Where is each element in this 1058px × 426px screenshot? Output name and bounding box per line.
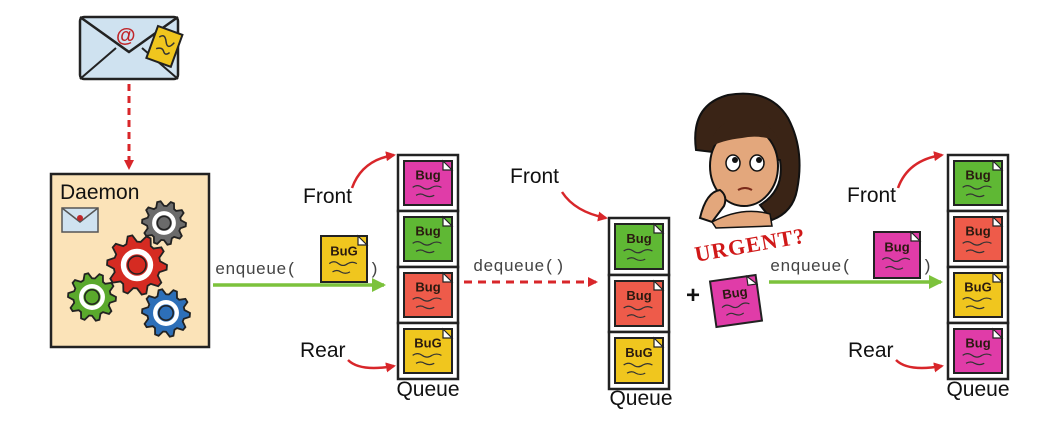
enqueue-2-bug-note-icon: Bug — [873, 230, 922, 279]
gear-red-icon — [106, 234, 168, 296]
enqueue-1-call-close: ) — [369, 261, 379, 280]
queue3-bug-note-icon: Bug — [953, 215, 1004, 262]
queue-2-label: Queue — [609, 387, 672, 410]
queue2-bug-note-icon: BuG — [614, 336, 665, 384]
enqueue-1-call-open: enqueue( — [215, 261, 297, 280]
queue3-bug-note-icon-text: BuG — [964, 279, 991, 294]
dequeue-call: dequeue() — [473, 258, 565, 277]
queue3-bug-note-icon: BuG — [953, 271, 1004, 318]
queue1-bug-note-icon-text: Bug — [415, 167, 440, 182]
enqueue-2-bug: Bug — [873, 230, 922, 279]
queue1-bug-note-icon-text: BuG — [414, 335, 441, 350]
queue2-bug-note-icon: Bug — [614, 222, 665, 270]
queue1-bug-note-icon: Bug — [403, 215, 454, 262]
queue1-bug-note-icon: BuG — [403, 327, 454, 374]
queue-1-rear-arrow — [347, 359, 396, 373]
queue1-bug-note-icon: Bug — [403, 271, 454, 318]
gear-blue-icon — [141, 288, 191, 338]
queue-1-label: Queue — [396, 378, 459, 401]
queue-3-rear-label: Rear — [848, 339, 894, 362]
queue3-bug-note-icon-text: Bug — [965, 167, 990, 182]
enqueue-1-bug-text: BuG — [330, 243, 357, 258]
email-envelope-icon: @ — [78, 15, 184, 81]
queue-3-front-arrow — [896, 151, 944, 189]
enqueue-2-bug-text: Bug — [884, 239, 909, 254]
queue2-bug-note-icon-text: BuG — [625, 345, 652, 360]
queue-3-rear-arrow — [895, 359, 944, 373]
daemon-label: Daemon — [60, 181, 139, 204]
enqueue-1-bug: BuG — [320, 234, 369, 283]
queue-1-rear-label: Rear — [300, 339, 346, 362]
queue-3-front-label: Front — [847, 184, 896, 207]
queue3-bug-note-icon-text: Bug — [965, 335, 990, 350]
queue-3-label: Queue — [946, 378, 1009, 401]
urgent-bug: Bug — [708, 273, 764, 329]
queue2-bug-note-icon: Bug — [614, 279, 665, 327]
email-attachment-bug-icon — [145, 24, 184, 69]
thinking-girl-illustration — [694, 92, 801, 229]
email-at-symbol: @ — [116, 25, 136, 47]
queue-1-front-arrow — [350, 151, 396, 189]
queue1-bug-note-icon-text: Bug — [415, 279, 440, 294]
queue2-bug-note-icon-text: Bug — [626, 231, 651, 246]
daemon-mail-icon — [61, 207, 99, 233]
urgent-bug-note-icon: Bug — [708, 273, 764, 329]
gear-gray-icon — [141, 200, 187, 246]
queue3-bug-note-icon: Bug — [953, 159, 1004, 206]
queue3-bug-note-icon: Bug — [953, 327, 1004, 374]
gear-green-icon — [67, 272, 117, 322]
urgent-bug-text: Bug — [721, 284, 748, 302]
plus-sign: + — [686, 282, 700, 309]
queue-2-front-arrow — [560, 191, 608, 222]
queue1-bug-note-icon-text: Bug — [415, 223, 440, 238]
queue1-bug-note-icon: Bug — [403, 159, 454, 206]
enqueue-2-call-open: enqueue( — [770, 258, 852, 277]
queue-2-front-label: Front — [510, 165, 559, 188]
enqueue-1-bug-note-icon: BuG — [320, 234, 369, 283]
queue-1-front-label: Front — [303, 185, 352, 208]
queue3-bug-note-icon-text: Bug — [965, 223, 990, 238]
enqueue-2-call-close: ) — [922, 258, 932, 277]
daemon-box: Daemon — [49, 172, 211, 349]
queue2-bug-note-icon-text: Bug — [626, 288, 651, 303]
